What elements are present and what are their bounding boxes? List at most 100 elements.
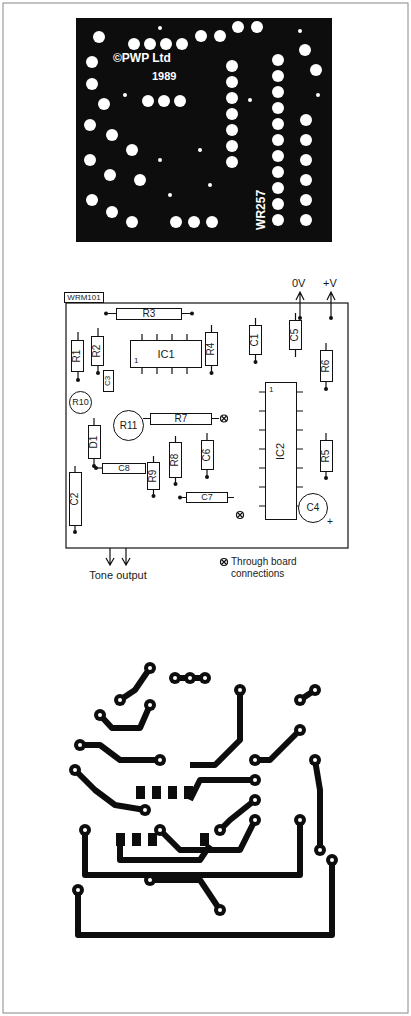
board-outline (66, 303, 348, 548)
pad-holes (203, 676, 207, 680)
component-label: C5 (291, 329, 301, 342)
lead-pads (324, 387, 328, 391)
capacitor-symbol: C3 (103, 370, 114, 392)
component-side-pads (272, 166, 284, 178)
solder-side-pads (139, 804, 151, 816)
pad-holes (188, 676, 192, 680)
output-label: Tone output (89, 569, 147, 582)
component-side-pads (84, 119, 96, 131)
component-overlay (66, 292, 348, 566)
lead-pads (205, 475, 209, 479)
component-side-pads (126, 144, 138, 156)
component-side-pads (272, 102, 284, 114)
component-label: C3 (105, 376, 113, 386)
figure-frame (3, 3, 408, 1013)
solder-side-pads (74, 739, 86, 751)
resistor-symbol: R6 (320, 350, 333, 382)
pad-holes (218, 828, 222, 832)
component-side-pads (198, 148, 202, 152)
pad-holes (238, 688, 242, 692)
solder-side-pads (214, 824, 226, 836)
solder-side-pads (154, 754, 166, 766)
component-leads (297, 392, 303, 506)
legend-note: Through board connections (231, 556, 317, 579)
component-label: R6 (321, 360, 331, 373)
capacitor-symbol: C5 (289, 320, 302, 350)
supply-lead (296, 292, 304, 318)
pad-holes (83, 828, 87, 832)
capacitor-symbol: C7 (186, 492, 228, 503)
component-side-pads (106, 129, 118, 141)
lead-pads (73, 530, 77, 534)
pin-one-mark: 1 (134, 357, 138, 365)
component-label: R4 (207, 343, 217, 356)
component-side-pads (142, 95, 154, 107)
pad-holes (173, 676, 177, 680)
solder-side-pads (168, 786, 177, 799)
solder-side-pads (114, 694, 126, 706)
lead-pads (152, 494, 156, 498)
pad-holes (118, 698, 122, 702)
component-side-pads (170, 216, 182, 228)
component-label: C8 (118, 464, 130, 473)
component-side-pads (226, 108, 238, 120)
component-label: IC2 (276, 442, 287, 459)
diode-symbol: D1 (88, 425, 101, 459)
component-label: R7 (175, 414, 188, 424)
electrolytic-capacitor: C4 (298, 493, 328, 523)
component-side-pads (84, 154, 96, 166)
lead-pads (254, 360, 258, 364)
component-side-pads (248, 98, 252, 102)
component-side-pads (272, 182, 284, 194)
pad-holes (158, 828, 162, 832)
solder-side-tracks (190, 690, 240, 765)
component-label: C7 (201, 493, 213, 502)
pad-holes (148, 878, 152, 882)
lead-pads (94, 466, 98, 470)
component-label: D1 (89, 436, 99, 449)
component-side-pads (158, 158, 162, 162)
solder-side-pads (199, 672, 211, 684)
component-side-pads (86, 56, 98, 68)
component-side-pads (174, 95, 186, 107)
through-board-mark (221, 415, 228, 422)
solder-side-pads (200, 833, 209, 846)
component-leads (142, 368, 187, 374)
pad-holes (98, 713, 102, 717)
component-side-pads (300, 134, 312, 146)
component-side-pads (76, 18, 332, 242)
pad-holes (298, 728, 302, 732)
component-side-pads (160, 38, 172, 50)
component-side-pads (123, 93, 127, 97)
solder-side-pads (79, 824, 91, 836)
component-side-pads (226, 76, 238, 88)
lead-pads (76, 378, 80, 382)
capacitor-symbol: C8 (102, 463, 146, 474)
component-label: C6 (202, 449, 212, 462)
component-side-pads (226, 60, 238, 72)
resistor-symbol: R4 (205, 332, 218, 366)
component-label: R11 (120, 421, 138, 431)
solder-side-pads (309, 684, 321, 696)
component-side-pads (272, 86, 284, 98)
pad-holes (330, 858, 334, 862)
pad-holes (73, 666, 334, 912)
solder-side-pads (72, 884, 84, 896)
solder-side-tracks (315, 760, 320, 850)
solder-side-pads (144, 699, 156, 711)
solder-side-pads (144, 874, 156, 886)
pad-holes (73, 768, 77, 772)
pad-holes (78, 743, 82, 747)
solder-side-pads (294, 814, 306, 826)
component-side-pads (158, 26, 162, 30)
component-side-pads (214, 30, 226, 42)
component-side-pads (310, 64, 322, 76)
through-board-mark (221, 559, 228, 566)
pad-holes (143, 808, 147, 812)
component-side-pads (300, 214, 312, 226)
solder-side-pads (234, 684, 246, 696)
component-side-pads (195, 30, 207, 42)
component-side-pads (168, 193, 172, 197)
solder-side-pads (249, 794, 261, 806)
component-label: R1 (73, 350, 83, 363)
